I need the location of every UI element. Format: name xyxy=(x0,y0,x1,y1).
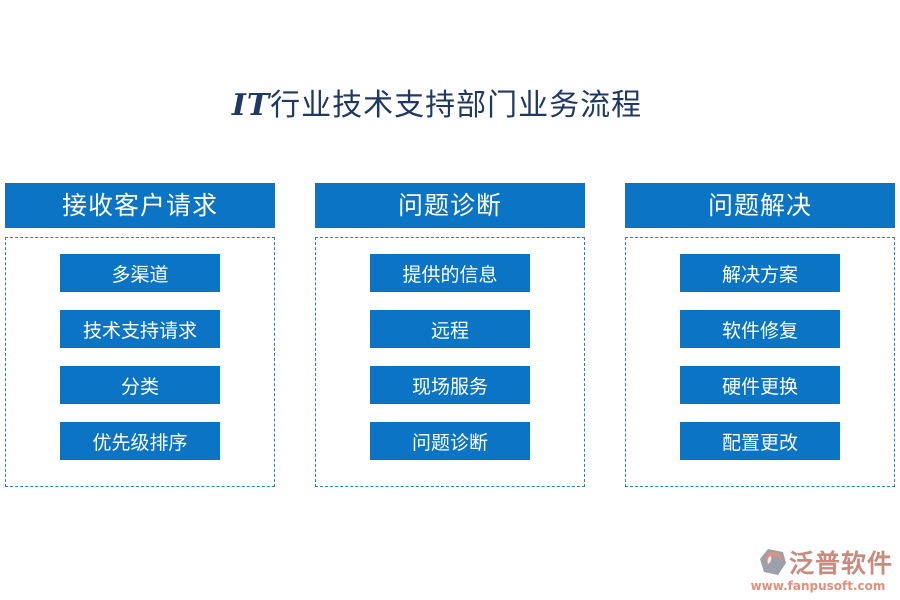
stage-body: 多渠道 技术支持请求 分类 优先级排序 xyxy=(5,237,275,487)
stage-column-receive-request: 接收客户请求 多渠道 技术支持请求 分类 优先级排序 xyxy=(5,183,275,487)
process-step: 现场服务 xyxy=(370,366,530,404)
process-step: 技术支持请求 xyxy=(60,310,220,348)
process-step: 优先级排序 xyxy=(60,422,220,460)
process-step: 配置更改 xyxy=(680,422,840,460)
process-step: 软件修复 xyxy=(680,310,840,348)
page-title: IT行业技术支持部门业务流程 xyxy=(0,80,874,124)
fanpu-logo-icon xyxy=(759,548,787,576)
stage-column-diagnosis: 问题诊断 提供的信息 远程 现场服务 问题诊断 xyxy=(315,183,585,487)
process-step: 分类 xyxy=(60,366,220,404)
stage-header: 接收客户请求 xyxy=(5,183,275,228)
stage-column-resolution: 问题解决 解决方案 软件修复 硬件更换 配置更改 xyxy=(625,183,895,487)
brand-watermark: 泛普软件 www.fanpusoft.com xyxy=(743,544,893,593)
page-title-main: 行业技术支持部门业务流程 xyxy=(270,88,643,123)
stage-header: 问题解决 xyxy=(625,183,895,228)
process-step: 问题诊断 xyxy=(370,422,530,460)
process-step: 提供的信息 xyxy=(370,254,530,292)
page-title-latin: IT xyxy=(231,88,271,123)
stage-body: 解决方案 软件修复 硬件更换 配置更改 xyxy=(625,237,895,487)
brand-url: www.fanpusoft.com xyxy=(750,579,886,593)
brand-name: 泛普软件 xyxy=(788,549,893,578)
stage-header: 问题诊断 xyxy=(315,183,585,228)
process-step: 解决方案 xyxy=(680,254,840,292)
process-step: 多渠道 xyxy=(60,254,220,292)
stage-body: 提供的信息 远程 现场服务 问题诊断 xyxy=(315,237,585,487)
process-step: 硬件更换 xyxy=(680,366,840,404)
process-step: 远程 xyxy=(370,310,530,348)
